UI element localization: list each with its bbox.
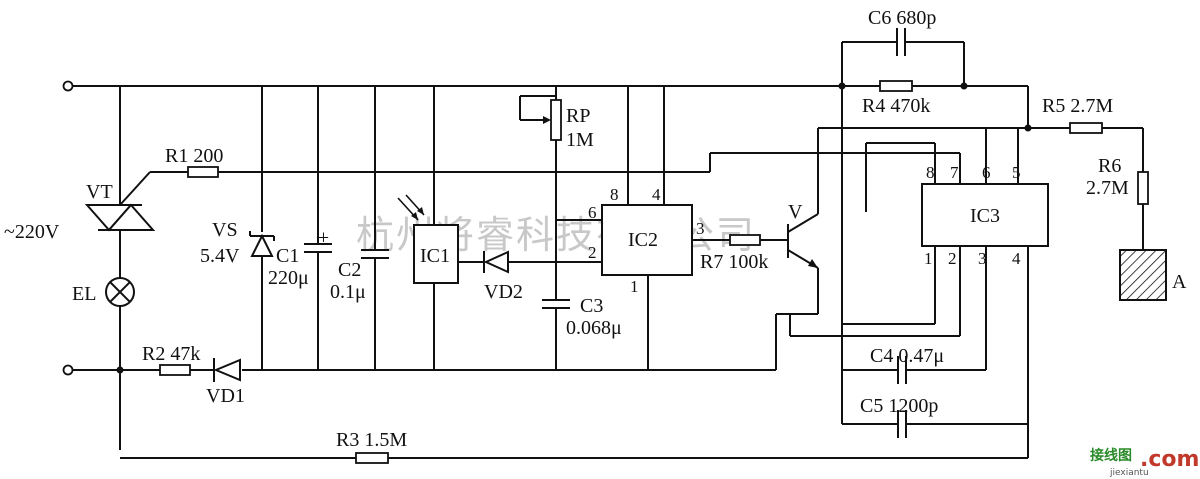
potentiometer-rp [519, 86, 562, 300]
terminal-bottom [62, 364, 74, 376]
zener-vs [249, 86, 275, 370]
label-c2-name: C2 [338, 259, 361, 281]
label-mains: ~220V [4, 221, 60, 243]
label-c3-name: C3 [580, 295, 603, 317]
label-r6-value: 2.7M [1086, 177, 1129, 199]
resistor-r7 [729, 234, 788, 246]
ic3-pin-6: 6 [982, 163, 991, 182]
capacitor-c3 [542, 299, 570, 370]
ic3-pin-5: 5 [1012, 163, 1021, 182]
label-c5: C5 1200p [860, 395, 938, 417]
site-logo: 接线图 .com jiexiantu [1090, 447, 1199, 478]
ic2-pin-6: 6 [588, 203, 597, 222]
wire-ic3-pin8 [865, 142, 936, 212]
terminal-top [62, 80, 74, 92]
resistor-r1 [150, 166, 710, 178]
label-r6-name: R6 [1098, 155, 1121, 177]
label-c3-value: 0.068μ [566, 317, 622, 339]
label-vt: VT [86, 181, 113, 203]
wire-ic3-pin7 [709, 152, 961, 184]
label-r1: R1 200 [165, 145, 223, 167]
label-vd1: VD1 [206, 385, 245, 407]
label-c1-polarity: ± [318, 227, 329, 249]
ic3-pin-8: 8 [926, 163, 935, 182]
label-r3: R3 1.5M [336, 429, 407, 451]
label-rp-name: RP [566, 105, 590, 127]
diode-vd1 [213, 358, 241, 382]
resistors-r5-r6 [1024, 122, 1149, 250]
ic2-pin-2: 2 [588, 243, 597, 262]
label-el: EL [72, 283, 96, 305]
label-a: A [1172, 271, 1187, 293]
ic2-block [556, 86, 730, 370]
label-c2-value: 0.1μ [330, 281, 366, 303]
capacitor-c5 [842, 410, 1028, 438]
label-c6: C6 680p [868, 7, 936, 29]
feedback-c6-r4 [838, 28, 1029, 424]
label-c4: C4 0.47μ [870, 345, 944, 367]
ic2-pin-4: 4 [652, 185, 661, 204]
ic3-pin-1: 1 [924, 249, 933, 268]
diode-vd2 [483, 250, 556, 274]
capacitor-c2 [361, 86, 389, 370]
label-r2: R2 47k [142, 343, 200, 365]
label-c1-value: 220μ [268, 267, 309, 289]
resistor-r3 [120, 246, 1029, 464]
label-r5: R5 2.7M [1042, 95, 1113, 117]
label-ic3: IC3 [970, 205, 1000, 227]
label-vs-name: VS [212, 219, 238, 241]
logo-pinyin: jiexiantu [1109, 468, 1149, 478]
ic2-pin-1: 1 [630, 277, 639, 296]
resistor-r2 [159, 364, 191, 376]
ic1-block [397, 86, 484, 370]
logo-chars: 接线图 [1090, 447, 1132, 464]
label-r4: R4 470k [862, 95, 930, 117]
triac-vt [84, 86, 156, 278]
label-ic1: IC1 [420, 245, 450, 267]
ic3-pin-2: 2 [948, 249, 957, 268]
lamp-el [105, 277, 135, 450]
label-vs-value: 5.4V [200, 245, 240, 267]
transistor-v [775, 127, 1028, 370]
label-v: V [788, 201, 803, 223]
label-ic2: IC2 [628, 229, 658, 251]
ic2-pin-8: 8 [610, 185, 619, 204]
ic3-pin-3: 3 [978, 249, 987, 268]
ic3-block [789, 128, 1049, 370]
capacitor-c4 [842, 356, 986, 384]
logo-domain: .com [1140, 447, 1199, 472]
ic3-pin-4: 4 [1012, 249, 1021, 268]
top-rail [62, 80, 842, 92]
ic2-pin-3: 3 [696, 219, 705, 238]
touch-plate-a [1119, 249, 1167, 301]
label-c1-name: C1 [276, 245, 299, 267]
label-vd2: VD2 [484, 281, 523, 303]
ic3-pin-7: 7 [950, 163, 959, 182]
capacitor-c1 [304, 86, 332, 370]
label-rp-value: 1M [566, 129, 594, 151]
label-r7: R7 100k [700, 251, 768, 273]
